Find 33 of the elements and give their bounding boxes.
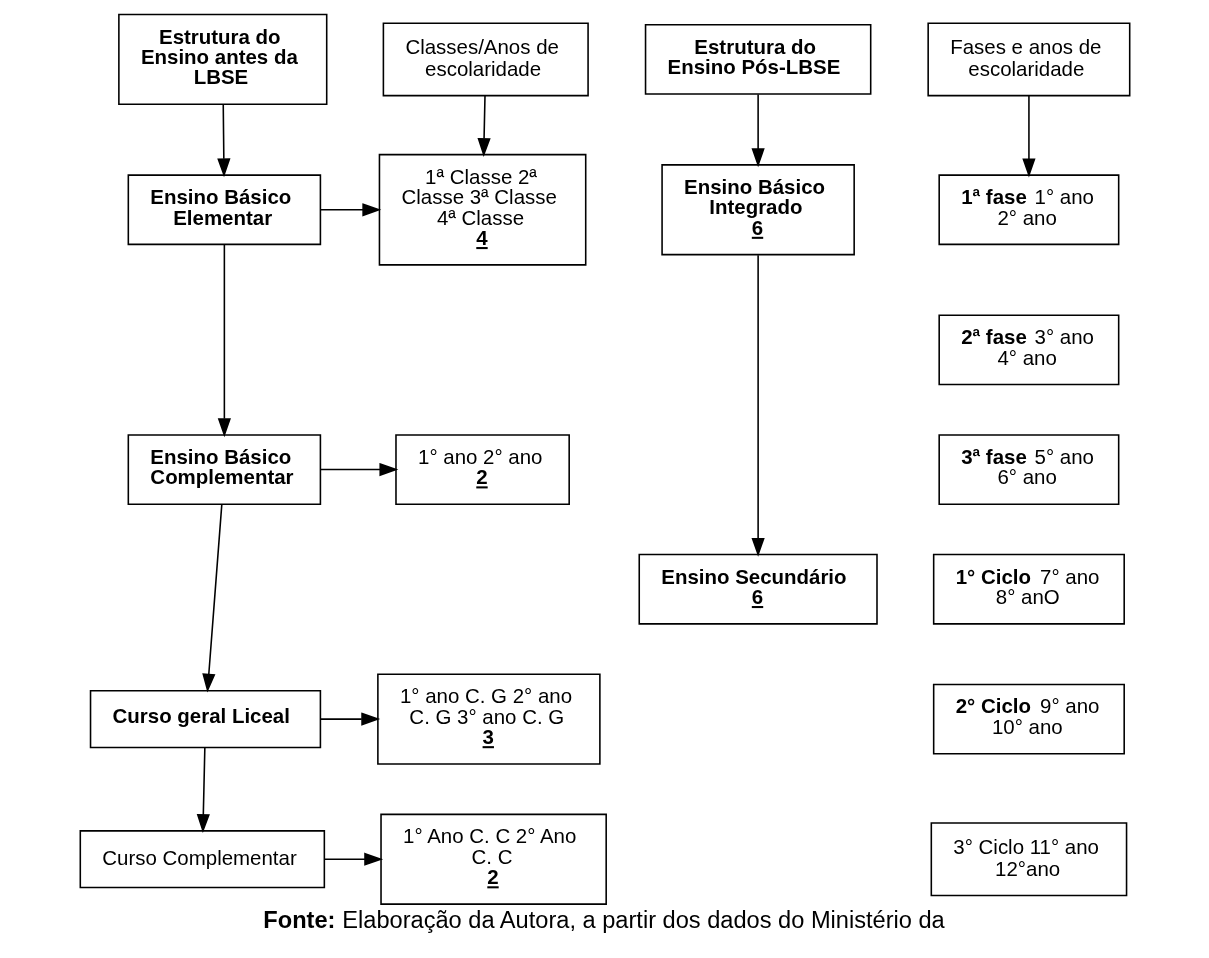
arrow (319, 712, 380, 726)
node-box: Ensino Básico Integrado 6 (660, 164, 855, 256)
node-box: 3ª fase 5° ano 6° ano (937, 434, 1119, 505)
node-box: Fases e anos de escolaridade (926, 22, 1130, 97)
arrow (201, 503, 223, 693)
arrow (216, 103, 230, 178)
caption: Fonte: Elaboração da Autora, a partir dos dados do Ministério da (262, 906, 945, 933)
node-box: 3° Ciclo 11° ano 12°ano (930, 822, 1127, 897)
arrow (751, 93, 765, 168)
arrow (1021, 95, 1036, 178)
node-box: Estrutura do Ensino Pós-LBSE (644, 23, 871, 95)
node-box: Classes/Anos de escolaridade (382, 22, 589, 97)
node-box: 1° Ano C. C 2° Ano C. C 2 (379, 813, 607, 905)
node-box: Ensino Básico Elementar (127, 174, 321, 246)
node-box: 1ª Classe 2ª Classe 3ª Classe 4ª Classe 4 (378, 153, 586, 266)
arrow (196, 746, 210, 834)
node-box: 1ª fase 1° ano 2° ano (937, 174, 1119, 246)
node-box: 1° ano C. G 2° ano C. G 3° ano C. G 3 (376, 673, 601, 765)
arrow (476, 95, 491, 157)
node-box: Curso Complementar (79, 830, 325, 889)
arrow (751, 254, 765, 557)
node-box: 2° Ciclo 9° ano 10° ano (932, 683, 1125, 755)
node-box: 2ª fase 3° ano 4° ano (937, 314, 1119, 386)
node-box: Ensino Secundário 6 (637, 553, 878, 625)
arrow (319, 203, 381, 217)
node-box: 1° Ciclo 7° ano 8° anO (932, 553, 1125, 625)
node-box: 1° ano 2° ano 2 (394, 434, 570, 505)
arrow (217, 244, 231, 438)
node-box: Ensino Básico Complementar (127, 434, 321, 505)
node-box: Estrutura do Ensino antes da LBSE (117, 13, 327, 106)
node-box: Curso geral Liceal (89, 690, 321, 749)
arrow (319, 462, 398, 477)
arrow (323, 852, 383, 866)
